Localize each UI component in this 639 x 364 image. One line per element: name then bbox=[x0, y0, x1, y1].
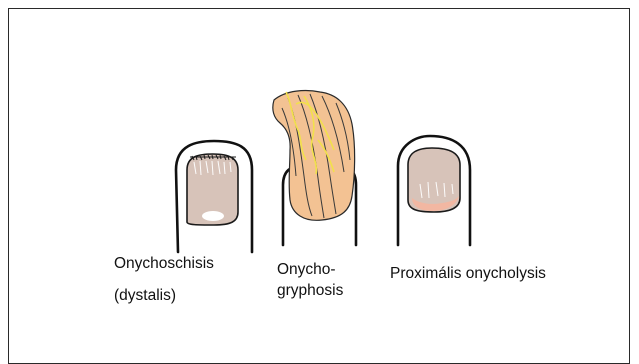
label-onychogryphosis-line1: Onycho- bbox=[277, 262, 336, 278]
finger-onychogryphosis bbox=[273, 91, 356, 245]
label-onychoschisis: Onychoschisis bbox=[114, 256, 214, 272]
label-onychoschisis-dystalis: (dystalis) bbox=[114, 288, 176, 304]
finger-onycholysis bbox=[398, 136, 470, 245]
label-proximalis-onycholysis: Proximális onycholysis bbox=[390, 266, 546, 282]
nail-illustration bbox=[0, 0, 639, 356]
label-onychogryphosis-line2: gryphosis bbox=[277, 283, 343, 299]
finger-onychoschisis bbox=[176, 141, 252, 252]
lunula-onychoschisis bbox=[202, 211, 224, 221]
